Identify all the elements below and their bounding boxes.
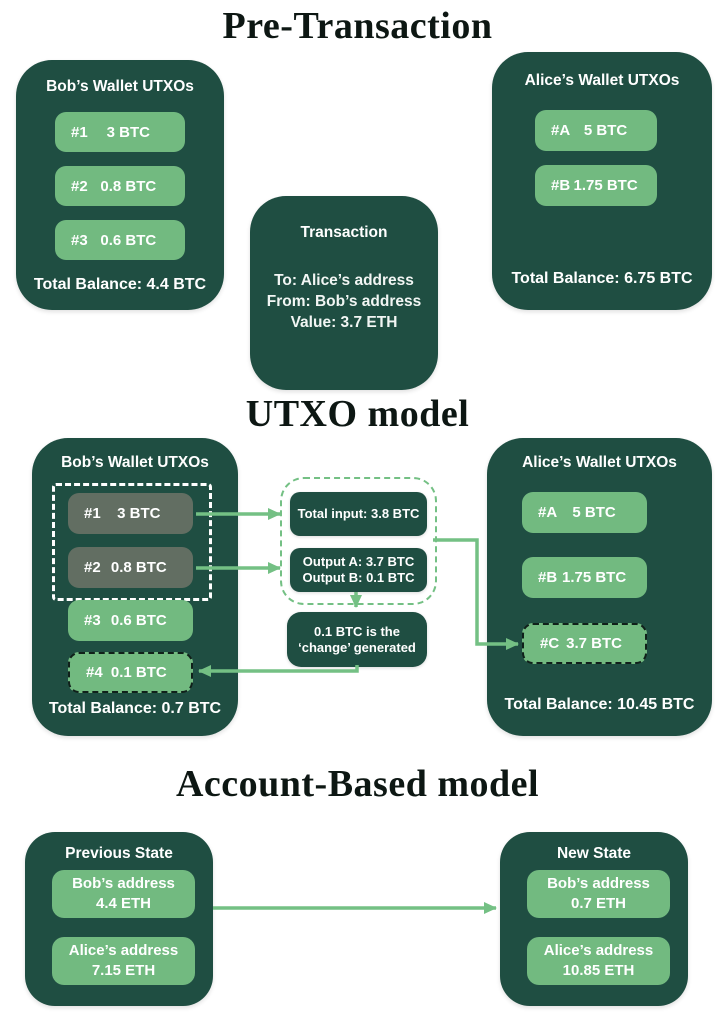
utxo-alice-utxo-c-new: #C 3.7 BTC: [522, 623, 647, 664]
utxo-id: #B: [551, 177, 571, 194]
utxo-alice-utxo-b: #B 1.75 BTC: [522, 557, 647, 598]
transaction-value: Value: 3.7 ETH: [290, 314, 398, 331]
utxo-id: #A: [551, 122, 571, 139]
output-a-label: Output A: 3.7 BTC: [302, 554, 415, 569]
transaction-flow-container: Total input: 3.8 BTC Output A: 3.7 BTC O…: [280, 477, 437, 605]
transaction-from: From: Bob’s address: [266, 293, 422, 310]
pre-bob-utxo-1: #1 3 BTC: [55, 112, 185, 152]
new-bob-account: Bob’s address 0.7 ETH: [527, 870, 670, 918]
utxo-id: #4: [86, 664, 103, 681]
utxo-id: #3: [71, 231, 88, 249]
utxo-bob-total-balance: Total Balance: 0.7 BTC: [48, 700, 222, 717]
pre-transaction-heading: Pre-Transaction: [222, 5, 493, 47]
utxo-alice-wallet-title: Alice’s Wallet UTXOs: [522, 454, 677, 471]
transaction-panel: Transaction To: Alice’s address From: Bo…: [250, 196, 438, 390]
change-note-line1: 0.1 BTC is the: [314, 623, 400, 639]
total-input-label: Total input: 3.8 BTC: [297, 506, 420, 521]
new-alice-account: Alice’s address 10.85 ETH: [527, 937, 670, 985]
pre-bob-utxo-2: #2 0.8 BTC: [55, 166, 185, 206]
outputs-box: Output A: 3.7 BTC Output B: 0.1 BTC: [290, 548, 427, 592]
utxo-value: 1.75 BTC: [573, 177, 638, 194]
utxo-value: 0.6 BTC: [110, 612, 167, 629]
utxo-bob-utxo-3: #3 0.6 BTC: [68, 600, 193, 641]
utxo-value: 0.1 BTC: [110, 664, 167, 681]
utxo-alice-utxo-a: #A 5 BTC: [522, 492, 647, 533]
pre-bob-utxo-3: #3 0.6 BTC: [55, 220, 185, 260]
output-b-label: Output B: 0.1 BTC: [302, 570, 415, 585]
account-name: Bob’s address: [72, 875, 175, 892]
account-balance: 7.15 ETH: [91, 962, 156, 979]
account-based-heading: Account-Based model: [175, 763, 540, 805]
previous-alice-account: Alice’s address 7.15 ETH: [52, 937, 195, 985]
utxo-value: 0.8 BTC: [100, 177, 157, 195]
utxo-id: #C: [540, 635, 560, 652]
pre-bob-total-balance: Total Balance: 4.4 BTC: [33, 276, 207, 293]
transaction-title: Transaction: [300, 224, 388, 241]
transaction-details: To: Alice’s address From: Bob’s address …: [250, 270, 438, 333]
account-name: Bob’s address: [547, 875, 650, 892]
utxo-bob-utxo-2-spent: #2 0.8 BTC: [68, 547, 193, 588]
utxo-value: 5 BTC: [583, 122, 628, 139]
account-balance: 10.85 ETH: [562, 962, 635, 979]
utxo-value: 3 BTC: [106, 123, 151, 141]
utxo-id: #3: [84, 612, 101, 629]
previous-state-title: Previous State: [65, 845, 173, 862]
pre-alice-total-balance: Total Balance: 6.75 BTC: [511, 270, 693, 287]
utxo-value: 1.75 BTC: [561, 569, 627, 586]
change-note-box: 0.1 BTC is the ‘change’ generated: [287, 612, 427, 667]
spent-utxos-outline: [52, 483, 212, 601]
pre-alice-utxo-a: #A 5 BTC: [535, 110, 657, 151]
pre-alice-utxo-b: #B 1.75 BTC: [535, 165, 657, 206]
utxo-id: #1: [84, 505, 101, 522]
account-balance: 0.7 ETH: [570, 895, 627, 912]
utxo-value: 0.6 BTC: [100, 231, 157, 249]
account-name: Alice’s address: [68, 942, 179, 959]
new-state-title: New State: [556, 845, 632, 862]
pre-alice-wallet-title: Alice’s Wallet UTXOs: [524, 72, 680, 89]
change-note-line2: ‘change’ generated: [298, 639, 416, 655]
total-input-box: Total input: 3.8 BTC: [290, 492, 427, 536]
new-state-panel: New State Bob’s address 0.7 ETH Alice’s …: [500, 832, 688, 1006]
utxo-id: #2: [71, 177, 88, 195]
utxo-id: #B: [538, 569, 558, 586]
utxo-bob-wallet-title: Bob’s Wallet UTXOs: [61, 454, 209, 471]
previous-bob-account: Bob’s address 4.4 ETH: [52, 870, 195, 918]
account-balance: 4.4 ETH: [95, 895, 152, 912]
utxo-bob-utxo-4-change: #4 0.1 BTC: [68, 652, 193, 693]
utxo-value: 3.7 BTC: [566, 635, 623, 652]
pre-bob-wallet-panel: Bob’s Wallet UTXOs #1 3 BTC #2 0.8 BTC #…: [16, 60, 224, 310]
utxo-bob-utxo-1-spent: #1 3 BTC: [68, 493, 193, 534]
utxo-value: 5 BTC: [572, 504, 616, 521]
utxo-id: #2: [84, 559, 101, 576]
utxo-alice-total-balance: Total Balance: 10.45 BTC: [504, 696, 695, 713]
account-name: Alice’s address: [543, 942, 654, 959]
utxo-id: #A: [538, 504, 558, 521]
pre-alice-wallet-panel: Alice’s Wallet UTXOs #A 5 BTC #B 1.75 BT…: [492, 52, 712, 310]
pre-bob-wallet-title: Bob’s Wallet UTXOs: [46, 78, 194, 95]
previous-state-panel: Previous State Bob’s address 4.4 ETH Ali…: [25, 832, 213, 1006]
utxo-alice-wallet-panel: Alice’s Wallet UTXOs #A 5 BTC #B 1.75 BT…: [487, 438, 712, 736]
utxo-value: 0.8 BTC: [110, 559, 167, 576]
utxo-bob-wallet-panel: Bob’s Wallet UTXOs #1 3 BTC #2 0.8 BTC #…: [32, 438, 238, 736]
utxo-model-heading: UTXO model: [245, 393, 470, 435]
transaction-to: To: Alice’s address: [274, 272, 414, 289]
utxo-value: 3 BTC: [117, 505, 161, 522]
utxo-id: #1: [71, 123, 88, 141]
